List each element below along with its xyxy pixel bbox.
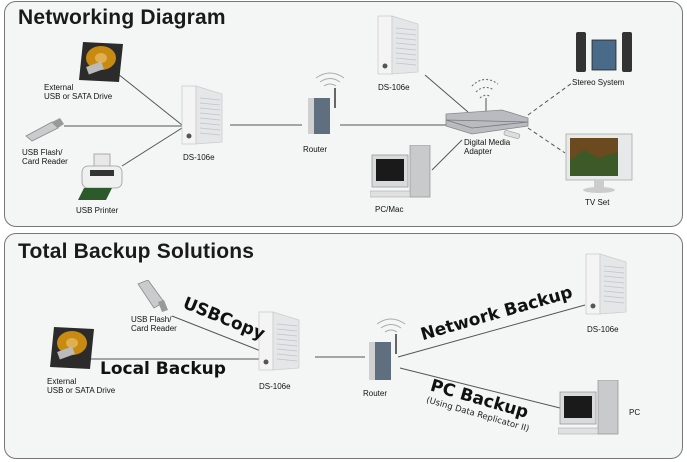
router-icon	[308, 72, 345, 134]
backup-nas-label: DS-106e	[259, 382, 291, 391]
usb-flash-icon	[137, 280, 168, 312]
hard-drive-icon	[79, 42, 123, 82]
nas-icon	[181, 85, 223, 145]
wire-printer-nas	[121, 127, 183, 167]
pc-label: PC/Mac	[375, 205, 404, 214]
backup-hdd-label-line1: External	[47, 377, 77, 386]
flash-label-line1: USB Flash/	[22, 148, 63, 157]
pc-icon	[558, 380, 619, 435]
tv-label: TV Set	[585, 198, 610, 207]
wire-pc-dma	[431, 139, 463, 171]
flash-label-line2: Card Reader	[22, 157, 68, 166]
router-label: Router	[303, 145, 328, 154]
nas2-label: DS-106e	[378, 83, 410, 92]
wire-nas2-dma	[424, 74, 469, 113]
wire-router-pc-backup	[399, 367, 561, 409]
backup-solutions-title: Total Backup Solutions	[18, 240, 255, 263]
wire-router-nas2-network	[397, 304, 586, 358]
stereo-system-icon	[576, 32, 632, 72]
dma-label-line2: Adapter	[464, 147, 493, 156]
networking-diagram-panel	[4, 1, 683, 227]
backup-flash-label-line1: USB Flash/	[131, 315, 172, 324]
pc-icon	[370, 145, 431, 198]
backup-flash-label-line2: Card Reader	[131, 324, 177, 333]
hdd-label-line2: USB or SATA Drive	[44, 92, 113, 101]
printer-icon	[78, 153, 123, 200]
wire-dma-tv	[527, 127, 566, 154]
nas-icon	[585, 253, 627, 315]
dma-label-line1: Digital Media	[464, 138, 511, 147]
nas-icon	[377, 15, 419, 75]
usb-flash-icon	[25, 118, 64, 142]
router-icon	[369, 318, 406, 380]
nas-label: DS-106e	[183, 153, 215, 162]
networking-diagram-title: Networking Diagram	[18, 6, 226, 29]
hard-drive-icon	[50, 327, 94, 369]
wire-dma-stereo	[527, 82, 573, 116]
wire-hdd-nas	[117, 73, 183, 126]
stereo-label: Stereo System	[572, 78, 625, 87]
backup-pc-label: PC	[629, 408, 641, 417]
backup-hdd-label-line2: USB or SATA Drive	[47, 386, 116, 395]
printer-label: USB Printer	[76, 206, 119, 215]
backup-nas2-label: DS-106e	[587, 325, 619, 334]
local-backup-label: Local Backup	[100, 359, 226, 379]
backup-router-label: Router	[363, 389, 388, 398]
digital-media-adapter-icon	[445, 78, 529, 139]
hdd-label-line1: External	[44, 83, 74, 92]
tv-set-icon	[565, 133, 633, 193]
nas-icon	[258, 311, 300, 371]
